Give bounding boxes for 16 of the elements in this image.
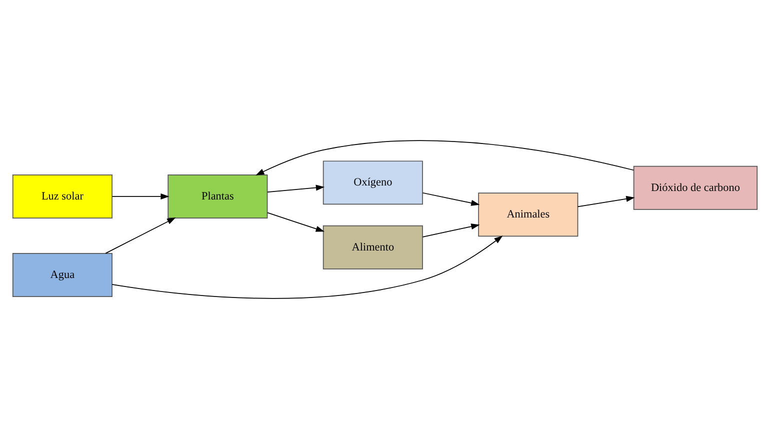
node-box: Luz solar	[12, 174, 112, 218]
node-box: Alimento	[322, 225, 423, 270]
arrow	[105, 217, 176, 254]
arrow	[112, 236, 503, 299]
node-box: Oxígeno	[322, 160, 423, 205]
arrow	[267, 184, 325, 192]
arrow	[112, 193, 170, 200]
arrow	[422, 224, 480, 238]
node-box: Dióxido de carbono	[633, 166, 758, 210]
arrow	[256, 140, 634, 176]
node-box: Agua	[12, 252, 112, 297]
arrow	[577, 196, 635, 208]
arrow	[267, 212, 324, 232]
arrow	[422, 192, 480, 206]
node-box: Animales	[478, 192, 578, 237]
node-box: Plantas	[168, 174, 268, 218]
